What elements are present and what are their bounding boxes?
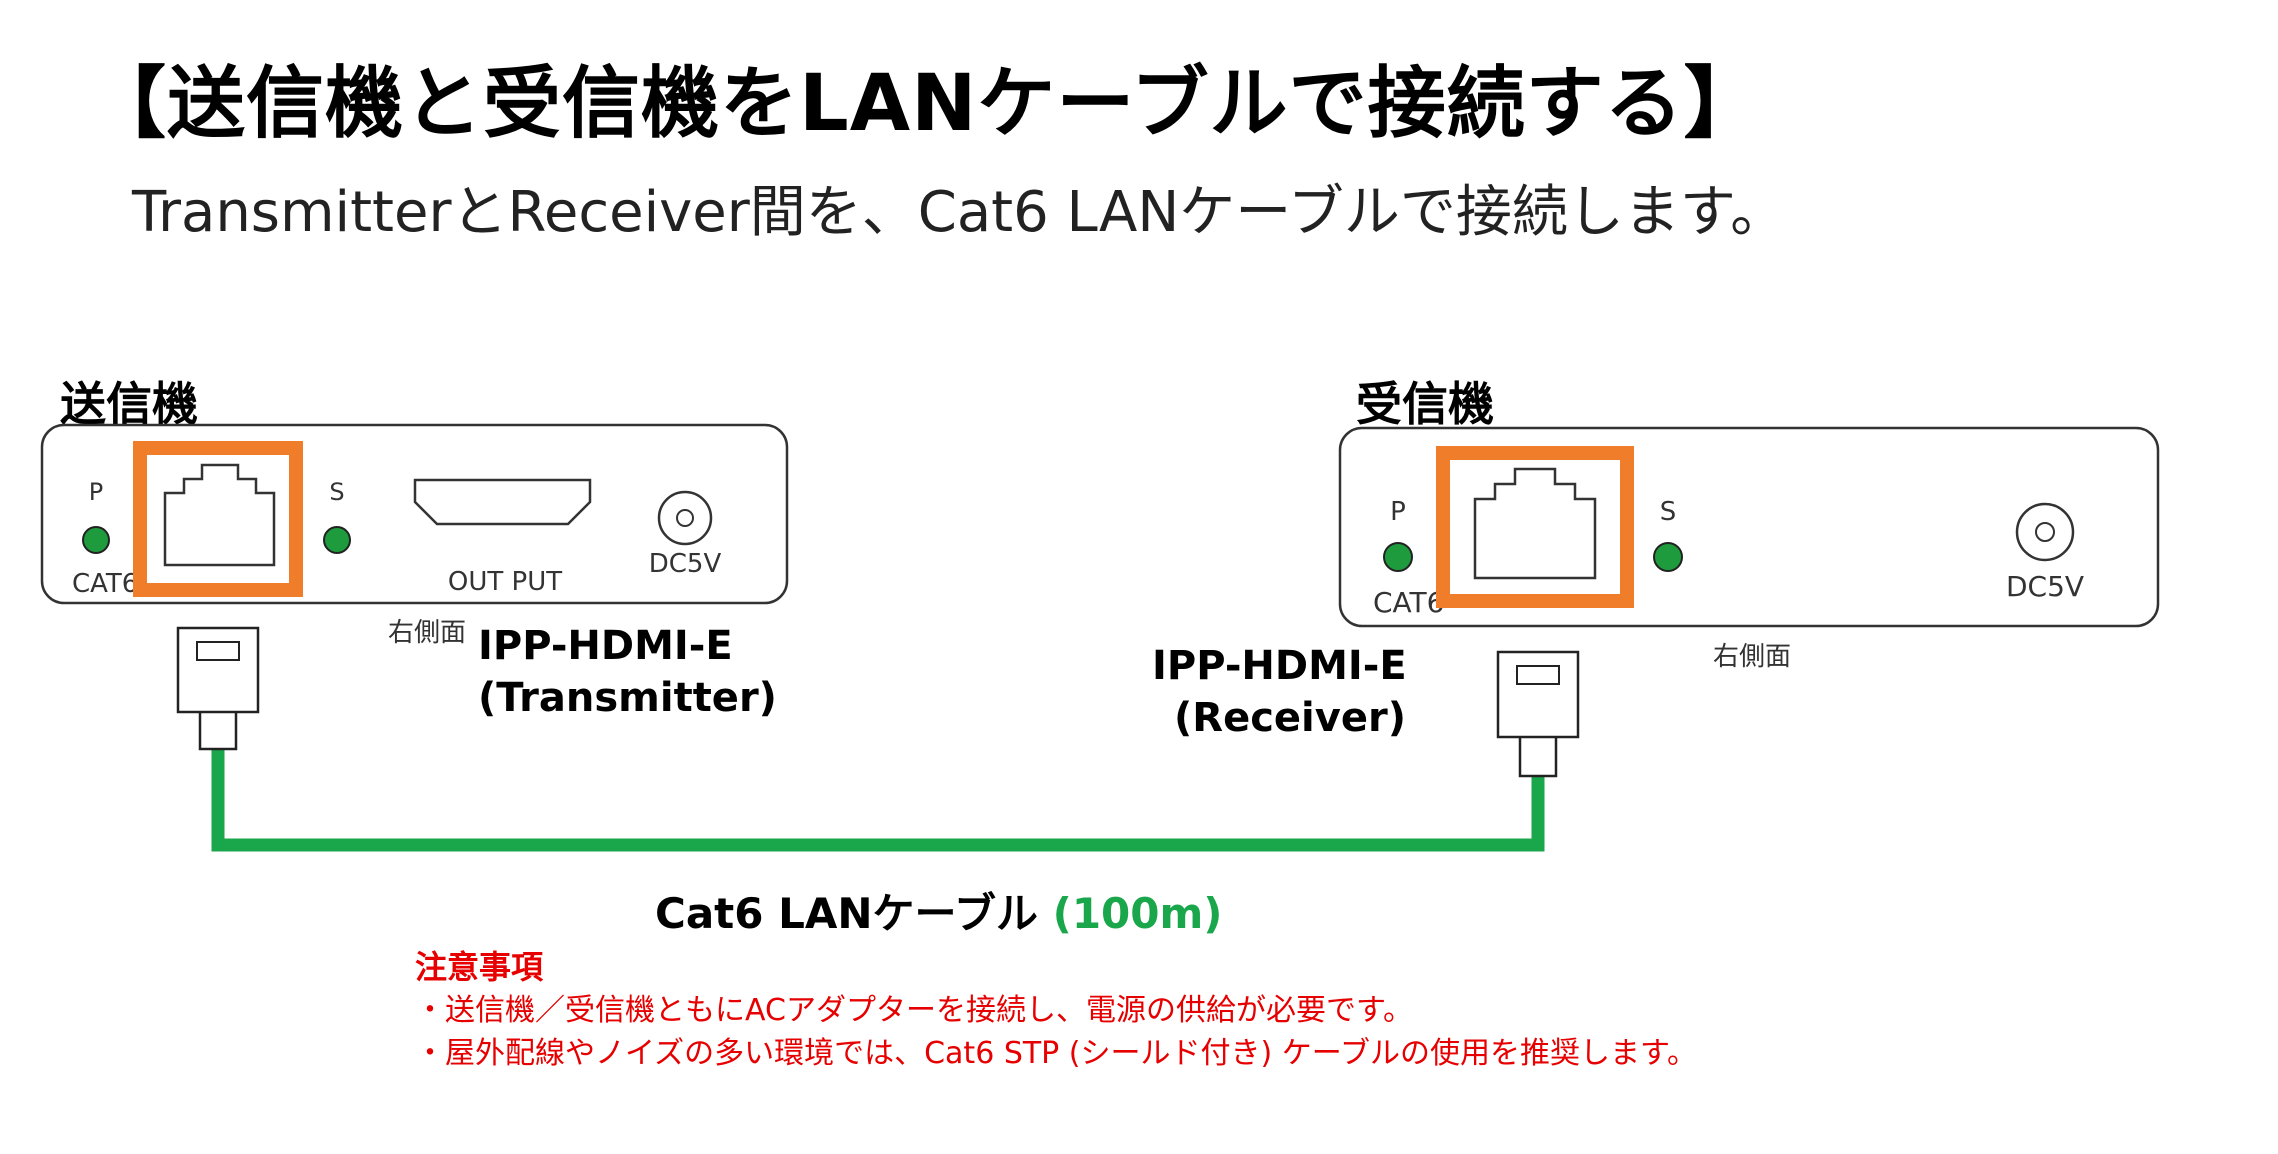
note-item: ・屋外配線やノイズの多い環境では、Cat6 STP (シールド付き) ケーブルの… [415,1036,1697,1072]
output-port-label: OUT PUT [448,567,562,597]
cable-label: Cat6 LANケーブル (100m) [655,880,1222,941]
receiver-signal-led [1653,542,1683,572]
transmitter-port-label: CAT6 [72,569,138,599]
cable-type: Cat6 LANケーブル [655,889,1038,938]
transmitter-rj45-plug [176,626,260,751]
page-subtitle: TransmitterとReceiver間を、Cat6 LANケーブルで接続しま… [132,180,1787,245]
transmitter-lan-port [163,463,276,567]
transmitter-side-label: 右側面 [388,618,467,648]
notes-section: 注意事項 ・送信機／受信機ともにACアダプターを接続し、電源の供給が必要です。 … [415,945,1697,1076]
transmitter-role: (Transmitter) [478,675,777,721]
receiver-rj45-plug [1496,650,1580,778]
transmitter-device: P CAT6 S OUT PUT DC5V [40,423,789,605]
transmitter-model-label: IPP-HDMI-E (Transmitter) [478,620,777,724]
cable-length: (100m) [1052,889,1223,938]
receiver-power-led [1383,542,1413,572]
receiver-role: (Receiver) [1174,695,1406,741]
transmitter-dc-jack-pin [676,509,694,527]
note-item: ・送信機／受信機ともにACアダプターを接続し、電源の供給が必要です。 [415,993,1413,1029]
receiver-lan-port [1473,467,1597,580]
notes-title: 注意事項 [415,948,544,986]
receiver-led-s-label: S [1660,497,1677,527]
hdmi-output-port [413,478,592,526]
receiver-power-label: DC5V [2006,570,2084,603]
receiver-side-label: 右側面 [1713,642,1792,672]
receiver-heading: 受信機 [1356,377,1494,431]
transmitter-led-p-label: P [89,478,103,506]
receiver-port-label: CAT6 [1373,586,1444,619]
receiver-led-p-label: P [1390,497,1406,527]
receiver-model-label: IPP-HDMI-E (Receiver) [1152,640,1407,744]
transmitter-led-s-label: S [329,478,344,506]
transmitter-power-label: DC5V [649,549,722,579]
transmitter-lan-port-highlight [133,441,303,597]
transmitter-heading: 送信機 [60,377,198,431]
transmitter-power-led [82,526,110,554]
receiver-model: IPP-HDMI-E [1152,643,1407,689]
lan-cable [211,748,1545,852]
transmitter-signal-led [323,526,351,554]
page-title: 【送信機と受信機をLANケーブルで接続する】 [88,59,1763,149]
receiver-lan-port-highlight [1436,446,1634,608]
receiver-device: P CAT6 S DC5V [1338,426,2160,628]
transmitter-model: IPP-HDMI-E [478,623,733,669]
receiver-dc-jack-pin [2035,522,2055,542]
